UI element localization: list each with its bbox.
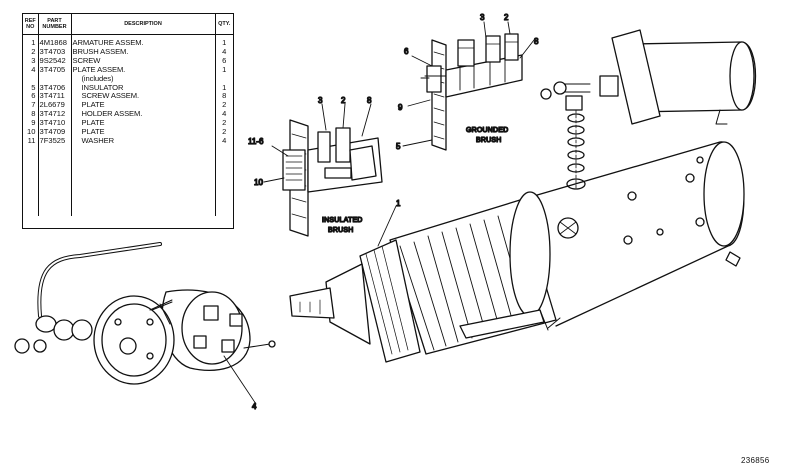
callout-3-insulated: 3 <box>318 96 323 105</box>
callout-8-grounded: 8 <box>534 37 539 46</box>
callout-8-insulated: 8 <box>367 96 372 105</box>
header-qty: QTY. <box>215 14 233 35</box>
screw <box>149 299 173 311</box>
insulated-brush-label-2: BRUSH <box>328 227 354 234</box>
ground-lead <box>14 242 162 354</box>
insulated-brush-detail <box>282 119 383 237</box>
table-header-row: REF NO PART NUMBER DESCRIPTION QTY. <box>23 14 233 35</box>
table-row: 1 4M1868 ARMATURE ASSEM. 1 <box>23 39 233 48</box>
table-row: 9 3T4710 PLATE 2 <box>23 119 233 129</box>
solenoid <box>540 29 757 125</box>
callout-5: 5 <box>396 142 401 151</box>
header-description: DESCRIPTION <box>71 14 216 35</box>
starter-housing <box>519 141 745 327</box>
insulated-brush-label-1: INSULATED <box>322 217 363 224</box>
callout-9: 9 <box>398 103 403 112</box>
header-part-number: PART NUMBER <box>38 14 72 35</box>
callout-2-insulated: 2 <box>341 96 346 105</box>
callout-4: 4 <box>252 402 257 411</box>
callout-1: 1 <box>396 199 401 208</box>
header-ref: REF NO <box>23 14 39 35</box>
grounded-brush-detail <box>420 33 523 151</box>
leader-lines <box>223 21 535 405</box>
callout-2-grounded: 2 <box>504 13 509 22</box>
table-row: 6 3T4711 SCREW ASSEM. 8 <box>23 92 233 102</box>
commutator-end-head <box>93 295 175 385</box>
table-row: 3 9S2542 SCREW 6 <box>23 56 233 66</box>
grounded-brush-label-2: BRUSH <box>476 137 502 144</box>
table-row: 5 3T4706 INSULATOR 1 <box>23 83 233 93</box>
parts-list-table: REF NO PART NUMBER DESCRIPTION QTY. 1 4M… <box>22 13 234 229</box>
table-row: 2 3T4703 BRUSH ASSEM. 4 <box>23 47 233 57</box>
table-row: (includes) <box>23 74 233 84</box>
brush-spring-plate <box>459 309 545 339</box>
table-row: 4 3T4705 PLATE ASSEM. 1 <box>23 65 233 75</box>
table-row: 8 3T4712 HOLDER ASSEM. 4 <box>23 110 233 120</box>
callout-3-grounded: 3 <box>480 13 485 22</box>
callout-6: 6 <box>404 47 409 56</box>
table-row: 7 2L6679 PLATE 2 <box>23 101 233 111</box>
end-plate-assembly <box>161 289 276 371</box>
figure-number: 236856 <box>741 456 770 465</box>
callout-11-6: 11-6 <box>248 137 264 146</box>
washer-stack <box>565 95 586 191</box>
grounded-brush-label-1: GROUNDED <box>466 127 508 134</box>
table-row: 11 7F3525 WASHER 4 <box>23 136 233 146</box>
table-row: 10 3T4709 PLATE 2 <box>23 128 233 137</box>
callout-10: 10 <box>254 178 263 187</box>
